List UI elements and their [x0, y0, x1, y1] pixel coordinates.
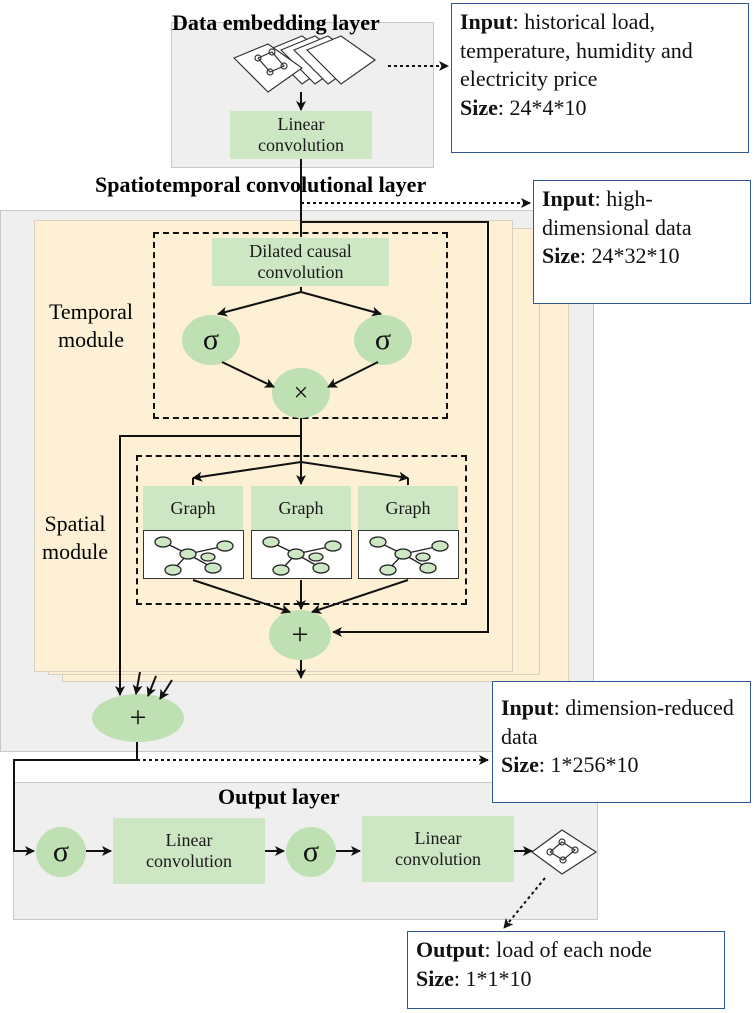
embedding-linear-convolution-box: Linear convolution — [230, 111, 372, 159]
residual-sum-node: + — [92, 694, 184, 742]
info-input-text: : high-dimensional data — [542, 186, 692, 240]
info-box-input-reduced: Input: dimension-reduced data Size: 1*25… — [492, 681, 751, 803]
graph-label-3: Graph — [358, 486, 458, 530]
graph-network-icon-1 — [143, 530, 244, 579]
info-key-input: Input — [460, 9, 513, 34]
info-output-text: : load of each node — [484, 937, 652, 962]
temporal-sigma-left: σ — [182, 315, 240, 365]
output-layer-title: Output layer — [218, 784, 340, 809]
spatiotemporal-layer-title: Spatiotemporal convolutional layer — [95, 172, 427, 197]
graph-network-icon-2 — [251, 530, 352, 579]
temporal-module-label: Temporal module — [49, 299, 133, 352]
info-size-text: : 24*4*10 — [497, 94, 587, 120]
info-key-size: Size — [460, 94, 498, 120]
graph-network-icon-3 — [358, 530, 459, 579]
info-input-text: : historical load, temperature, humidity… — [460, 9, 693, 92]
temporal-sigma-right: σ — [354, 315, 412, 365]
multiply-node: × — [272, 368, 330, 418]
output-sigma-1: σ — [36, 827, 86, 877]
spatial-sum-node: + — [269, 610, 331, 660]
spatial-module-label: Spatial module — [42, 511, 108, 564]
info-key-output: Output — [416, 937, 485, 962]
info-key-size: Size — [542, 243, 580, 269]
info-size-text: : 24*32*10 — [579, 243, 680, 269]
output-linear-convolution-1: Linear convolution — [113, 818, 265, 884]
embedding-layer-title: Data embedding layer — [172, 10, 380, 35]
info-size-text: : 1*256*10 — [538, 752, 639, 778]
info-key-size: Size — [416, 965, 454, 991]
info-size-text: : 1*1*10 — [453, 965, 532, 991]
graph-label-2: Graph — [251, 486, 351, 530]
output-sigma-2: σ — [286, 827, 336, 877]
output-linear-convolution-2: Linear convolution — [362, 816, 514, 882]
info-key-size: Size — [501, 752, 539, 778]
info-box-input-raw: Input: historical load, temperature, hum… — [451, 3, 749, 153]
info-key-input: Input — [501, 695, 554, 720]
info-box-output: Output: load of each node Size: 1*1*10 — [407, 931, 725, 1009]
dilated-causal-convolution-box: Dilated causal convolution — [212, 238, 389, 286]
graph-label-1: Graph — [143, 486, 243, 530]
info-input-text: : dimension-reduced data — [501, 695, 734, 749]
info-box-input-high-dim: Input: high-dimensional data Size: 24*32… — [533, 180, 751, 304]
info-key-input: Input — [542, 186, 595, 211]
